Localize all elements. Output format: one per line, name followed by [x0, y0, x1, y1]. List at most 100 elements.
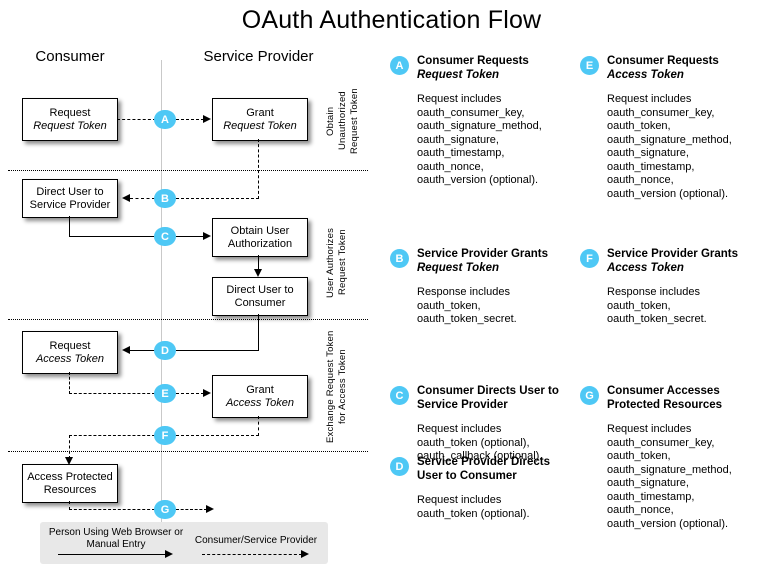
section-heading-b: Service Provider Grants Request Token [417, 248, 570, 275]
section-badge-e: E [580, 56, 599, 75]
flow-box-access-protected-resources: Access Protected Resources [22, 464, 118, 503]
section-body-c: Request includes oauth_token (optional),… [417, 423, 543, 462]
arrow-a-head [203, 115, 211, 123]
flow-box-direct-user-to-consumer: Direct User to Consumer [212, 277, 308, 316]
legend-arrow-person [165, 550, 173, 558]
flow-box-obtain-user-authorization: Obtain User Authorization [212, 218, 308, 257]
section-heading-italic: Request Token [417, 68, 500, 81]
section-body-b: Response includes oauth_token, oauth_tok… [417, 286, 517, 325]
flow-line-d-horizontal-right [176, 350, 259, 351]
arrow-e-head [203, 389, 211, 397]
arrow-obtain-to-direct-head [254, 269, 262, 277]
flow-line-a-right [176, 119, 204, 120]
section-body-d: Request includes oauth_token (optional). [417, 494, 530, 520]
section-badge-f: F [580, 249, 599, 268]
description-panel: A Consumer Requests Request Token Reques… [390, 55, 780, 555]
flow-line-obtain-to-direct [258, 255, 259, 271]
flow-badge-e[interactable]: E [154, 384, 176, 403]
flow-box-line1: Direct User to [226, 283, 294, 296]
flow-line-g-horizontal-left [69, 509, 155, 510]
arrow-g-head [206, 505, 214, 513]
flow-line-d-vertical [258, 314, 259, 351]
flow-badge-g[interactable]: G [154, 500, 176, 519]
flow-box-line1: Direct User to [36, 185, 104, 198]
flow-line-f-horizontal-right [176, 435, 259, 436]
phase-label-user-authorizes-request-token: User Authorizes Request Token [325, 227, 348, 298]
description-section-e: E Consumer Requests Access Token Request… [580, 55, 770, 201]
flow-box-grant-request-token: Grant Request Token [212, 98, 308, 141]
arrow-c-head [203, 232, 211, 240]
legend-line-machine [202, 554, 302, 555]
flow-line-d-horizontal-left [130, 350, 155, 351]
description-section-g: G Consumer Accesses Protected Resources … [580, 385, 770, 531]
flow-box-line2: Access Token [225, 396, 295, 409]
section-heading-g: Consumer Accesses Protected Resources [607, 385, 770, 412]
flow-box-line2: Request Token [33, 119, 107, 132]
description-section-f: F Service Provider Grants Access Token R… [580, 248, 770, 327]
section-badge-g: G [580, 386, 599, 405]
arrow-b-head [122, 194, 130, 202]
flow-badge-b[interactable]: B [154, 189, 176, 208]
flow-line-e-horizontal-right [176, 393, 204, 394]
arrow-f-head [65, 457, 73, 465]
section-badge-c: C [390, 386, 409, 405]
flow-line-f-vertical-right [258, 416, 259, 436]
flow-box-line2: Service Provider [29, 198, 111, 211]
section-badge-d: D [390, 457, 409, 476]
flow-line-f-horizontal-left [69, 435, 155, 436]
legend-box [40, 522, 328, 564]
flow-box-request-access-token: Request Access Token [22, 331, 118, 374]
section-heading-a: Consumer Requests Request Token [417, 55, 570, 82]
flow-badge-a[interactable]: A [154, 110, 176, 129]
section-heading-plain: Service Provider Grants [607, 248, 739, 260]
section-heading-italic: Access Token [607, 68, 684, 81]
description-section-a: A Consumer Requests Request Token Reques… [390, 55, 570, 188]
flow-line-b-vertical [258, 139, 259, 199]
phase-label-exchange-request-token: Exchange Request Token for Access Token [325, 330, 348, 444]
flow-line-c-horizontal-right [176, 236, 204, 237]
description-section-d: D Service Provider Directs User to Consu… [390, 456, 570, 521]
section-heading-c: Consumer Directs User to Service Provide… [417, 385, 570, 412]
section-heading-f: Service Provider Grants Access Token [607, 248, 770, 275]
flow-line-a-left [117, 119, 156, 120]
phase-separator-3 [8, 451, 368, 452]
section-body-g: Request includes oauth_consumer_key, oau… [607, 423, 732, 530]
flow-badge-c[interactable]: C [154, 227, 176, 246]
flow-box-grant-access-token: Grant Access Token [212, 375, 308, 418]
section-body-a: Request includes oauth_consumer_key, oau… [417, 93, 542, 186]
flow-line-g-horizontal-right [176, 509, 207, 510]
section-body-f: Response includes oauth_token, oauth_tok… [607, 286, 707, 325]
flow-box-line2: Resources [43, 483, 97, 496]
section-heading-plain: Service Provider Directs User to Consume… [417, 456, 550, 482]
flow-box-line1: Request [49, 339, 91, 352]
phase-label-obtain-unauthorized-request-token: Obtain Unauthorized Request Token [325, 88, 360, 154]
flow-line-b-horizontal-left [130, 198, 155, 199]
legend-label-person: Person Using Web Browser or Manual Entry [48, 527, 184, 550]
section-heading-italic: Request Token [417, 261, 500, 274]
flow-badge-d[interactable]: D [154, 341, 176, 360]
section-heading-d: Service Provider Directs User to Consume… [417, 456, 570, 483]
page-title: OAuth Authentication Flow [241, 6, 542, 34]
flow-box-request-request-token: Request Request Token [22, 98, 118, 141]
flow-line-c-horizontal-left [69, 236, 155, 237]
flow-box-line2: Request Token [223, 119, 297, 132]
legend-label-machine: Consumer/Service Provider [194, 535, 318, 546]
flow-box-line1: Obtain User [230, 224, 290, 237]
phase-separator-2 [8, 319, 368, 320]
flow-box-line1: Grant [246, 106, 274, 119]
flow-line-e-horizontal-left [69, 393, 155, 394]
section-heading-plain: Consumer Accesses Protected Resources [607, 385, 723, 411]
section-badge-a: A [390, 56, 409, 75]
description-section-c: C Consumer Directs User to Service Provi… [390, 385, 570, 464]
column-header-consumer: Consumer [35, 48, 105, 65]
flow-badge-f[interactable]: F [154, 426, 176, 445]
flow-line-c-vertical [69, 216, 70, 237]
flow-box-line2: Access Token [35, 352, 105, 365]
flow-line-g-vertical [69, 501, 70, 510]
section-heading-italic: Access Token [607, 261, 684, 274]
legend-line-person [58, 554, 166, 555]
flow-box-line1: Access Protected [27, 470, 113, 483]
section-heading-plain: Service Provider Grants [417, 248, 549, 260]
section-heading-plain: Consumer Requests [607, 55, 719, 67]
section-badge-b: B [390, 249, 409, 268]
